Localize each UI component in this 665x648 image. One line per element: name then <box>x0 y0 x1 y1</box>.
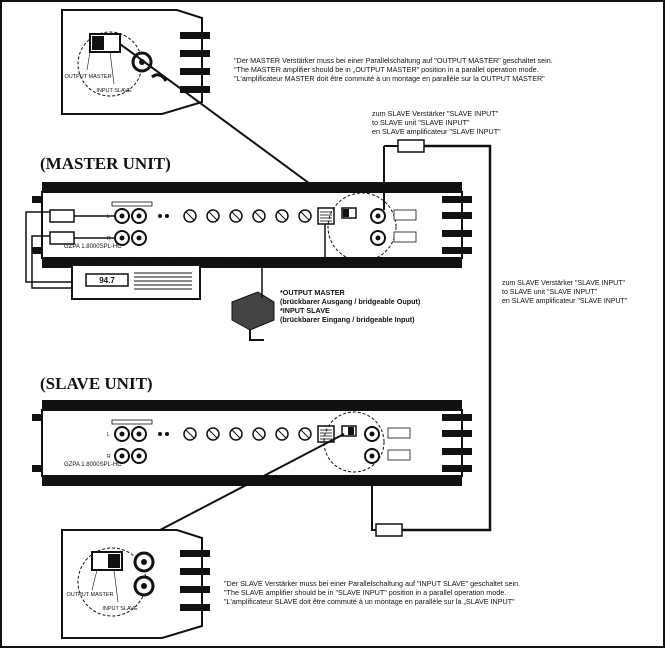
slave-model-label: GZPA 1.8000SPL-HC <box>64 462 122 468</box>
slave-input-note-top: zum SLAVE Verstärker "SLAVE INPUT" to SL… <box>372 109 501 136</box>
master-unit-title: (MASTER UNIT) <box>40 154 171 173</box>
slave-input-note-line: zum SLAVE Verstärker "SLAVE INPUT" <box>372 109 499 118</box>
master-note: "Der MASTER Verstärker muss bei einer Pa… <box>234 56 553 83</box>
slave-note: "Der SLAVE Verstärker muss bei einer Par… <box>224 579 520 606</box>
master-note-line: "The MASTER amplifier should be in „OUTP… <box>234 65 539 74</box>
bridge-note-line: (brückbarer Eingang / bridgeable Input) <box>280 315 415 324</box>
master-model-label: GZPA 1.8000SPL-HC <box>64 244 122 250</box>
switch-input-label: INPUT SLAVE <box>102 606 138 612</box>
channel-r-label: R <box>107 454 111 460</box>
bridge-note: *OUTPUT MASTER (brückbarer Ausgang / bri… <box>280 288 421 324</box>
head-unit: 94.7 <box>71 264 201 300</box>
switch-output-label: OUTPUT MASTER <box>67 592 114 598</box>
master-note-line: "L'amplificateur MASTER doit être commut… <box>234 74 545 83</box>
slave-input-note-line: to SLAVE unit "SLAVE INPUT" <box>502 289 597 296</box>
master-switch-zoom: OUTPUT MASTER INPUT SLAVE <box>61 9 210 115</box>
slave-input-note-line: en SLAVE amplificateur "SLAVE INPUT" <box>372 127 501 136</box>
bridge-note-line: (brückbarer Ausgang / bridgeable Ouput) <box>280 297 421 306</box>
leader-line <box>119 43 341 207</box>
master-amplifier: L R GZPA 1.8000SPL-HC <box>32 182 472 268</box>
slave-input-note-side: zum SLAVE Verstärker "SLAVE INPUT" to SL… <box>502 280 628 305</box>
switch-input-label: INPUT SLAVE <box>96 88 132 94</box>
slave-note-line: "Der SLAVE Verstärker muss bei einer Par… <box>224 579 520 588</box>
switch-output-label: OUTPUT MASTER <box>65 74 112 80</box>
input-rca-cables <box>25 209 114 289</box>
channel-l-label: L <box>107 432 110 438</box>
slave-switch-zoom: OUTPUT MASTER INPUT SLAVE <box>61 529 210 639</box>
channel-l-label: L <box>107 214 110 220</box>
master-note-line: "Der MASTER Verstärker muss bei einer Pa… <box>234 56 553 65</box>
bridge-note-line: *OUTPUT MASTER <box>280 288 345 297</box>
bridge-note-line: *INPUT SLAVE <box>280 306 330 315</box>
head-unit-display: 94.7 <box>99 276 115 285</box>
slave-amplifier: L R GZPA 1.8000SPL-HC <box>32 400 472 486</box>
slave-note-line: "L'amplificateur SLAVE doit être commuté… <box>224 597 515 606</box>
slave-note-line: "The SLAVE amplifier should be in "SLAVE… <box>224 588 506 597</box>
slave-input-note-line: zum SLAVE Verstärker "SLAVE INPUT" <box>502 280 625 287</box>
channel-r-label: R <box>107 236 111 242</box>
slave-input-note-line: en SLAVE amplificateur "SLAVE INPUT" <box>502 298 628 305</box>
slave-input-note-line: to SLAVE unit "SLAVE INPUT" <box>372 118 470 127</box>
slave-unit-title: (SLAVE UNIT) <box>40 374 153 393</box>
bridge-connector <box>231 224 326 341</box>
